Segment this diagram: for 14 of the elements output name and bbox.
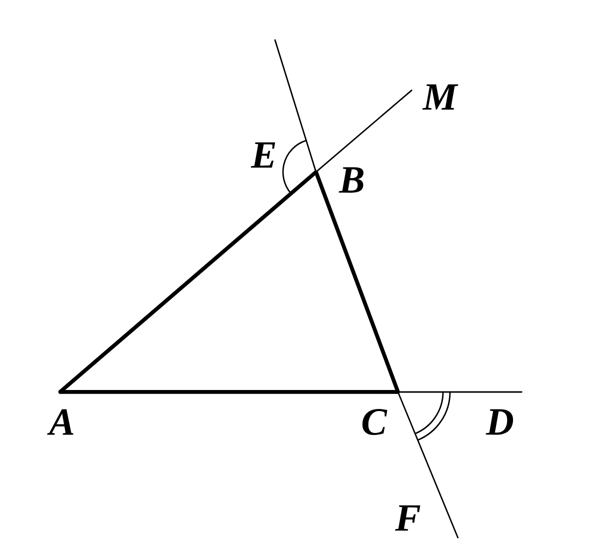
segment bbox=[58, 390, 400, 394]
line bbox=[316, 90, 412, 172]
segment bbox=[58, 170, 318, 394]
line bbox=[398, 391, 522, 393]
point-label: M bbox=[422, 84, 458, 110]
segment bbox=[314, 170, 400, 394]
point-label: F bbox=[395, 505, 420, 531]
point-label: B bbox=[338, 167, 364, 193]
point-label: D bbox=[486, 409, 514, 435]
angle-label: E bbox=[250, 142, 276, 168]
line bbox=[397, 392, 459, 538]
line bbox=[274, 39, 317, 172]
point-label: C bbox=[362, 409, 388, 435]
point-label: A bbox=[47, 409, 74, 435]
